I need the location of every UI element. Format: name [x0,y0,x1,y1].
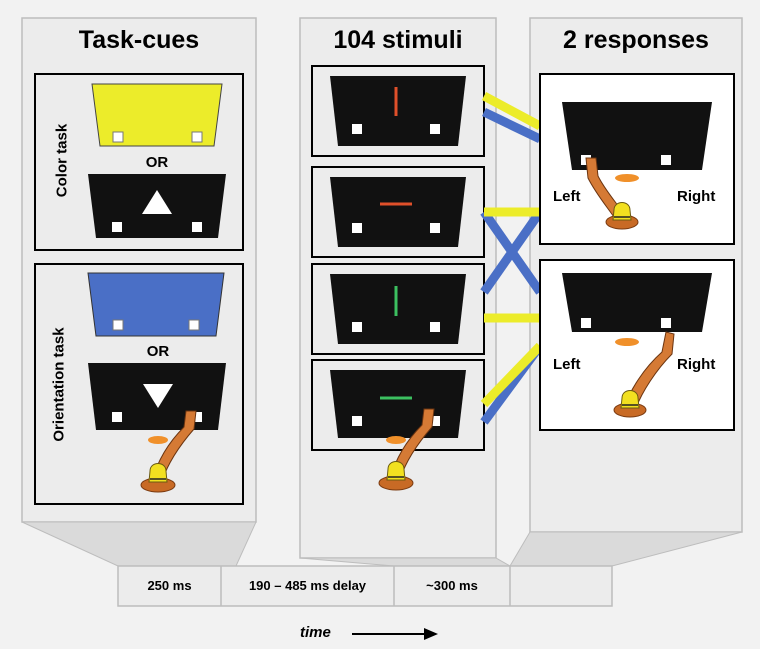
hand-right-icon [613,331,675,418]
stimulus-box-2 [311,166,485,258]
timeline-segment-1: 250 ms [147,578,192,593]
response-right-label-1: Right [677,188,716,205]
or-label-orientation: OR [146,343,170,360]
response-box-left [539,73,735,245]
hand-left-icon [585,157,639,230]
stimulus-box-1 [311,65,485,157]
mapping-bands [480,92,544,425]
or-label-color: OR [145,154,169,171]
stimulus-box-3 [311,263,485,355]
response-left-label-2: Left [553,356,581,373]
color-task-label: Color task [53,123,71,198]
orientation-task-label: Orientation task [50,327,68,442]
response-left-label-1: Left [553,188,581,205]
response-box-right [539,259,735,431]
triangle-down-icon [143,384,173,408]
time-axis-label: time [300,624,331,641]
stimuli-title: 104 stimuli [333,26,463,54]
orientation-task-box [34,263,244,505]
arrow-right-icon [352,628,438,640]
timeline-bar [117,565,613,607]
yellow-cue-screen [91,83,223,147]
task-cues-title: Task-cues [78,26,200,54]
timeline-segment-3: ~300 ms [426,578,478,593]
stimulus-box-4 [311,359,485,491]
color-task-box [34,73,244,251]
timeline-segment-2: 190 – 485 ms delay [248,578,367,593]
responses-title: 2 responses [563,26,709,54]
response-right-label-2: Right [677,356,716,373]
blue-cue-screen [87,272,225,337]
triangle-up-icon [142,190,172,214]
